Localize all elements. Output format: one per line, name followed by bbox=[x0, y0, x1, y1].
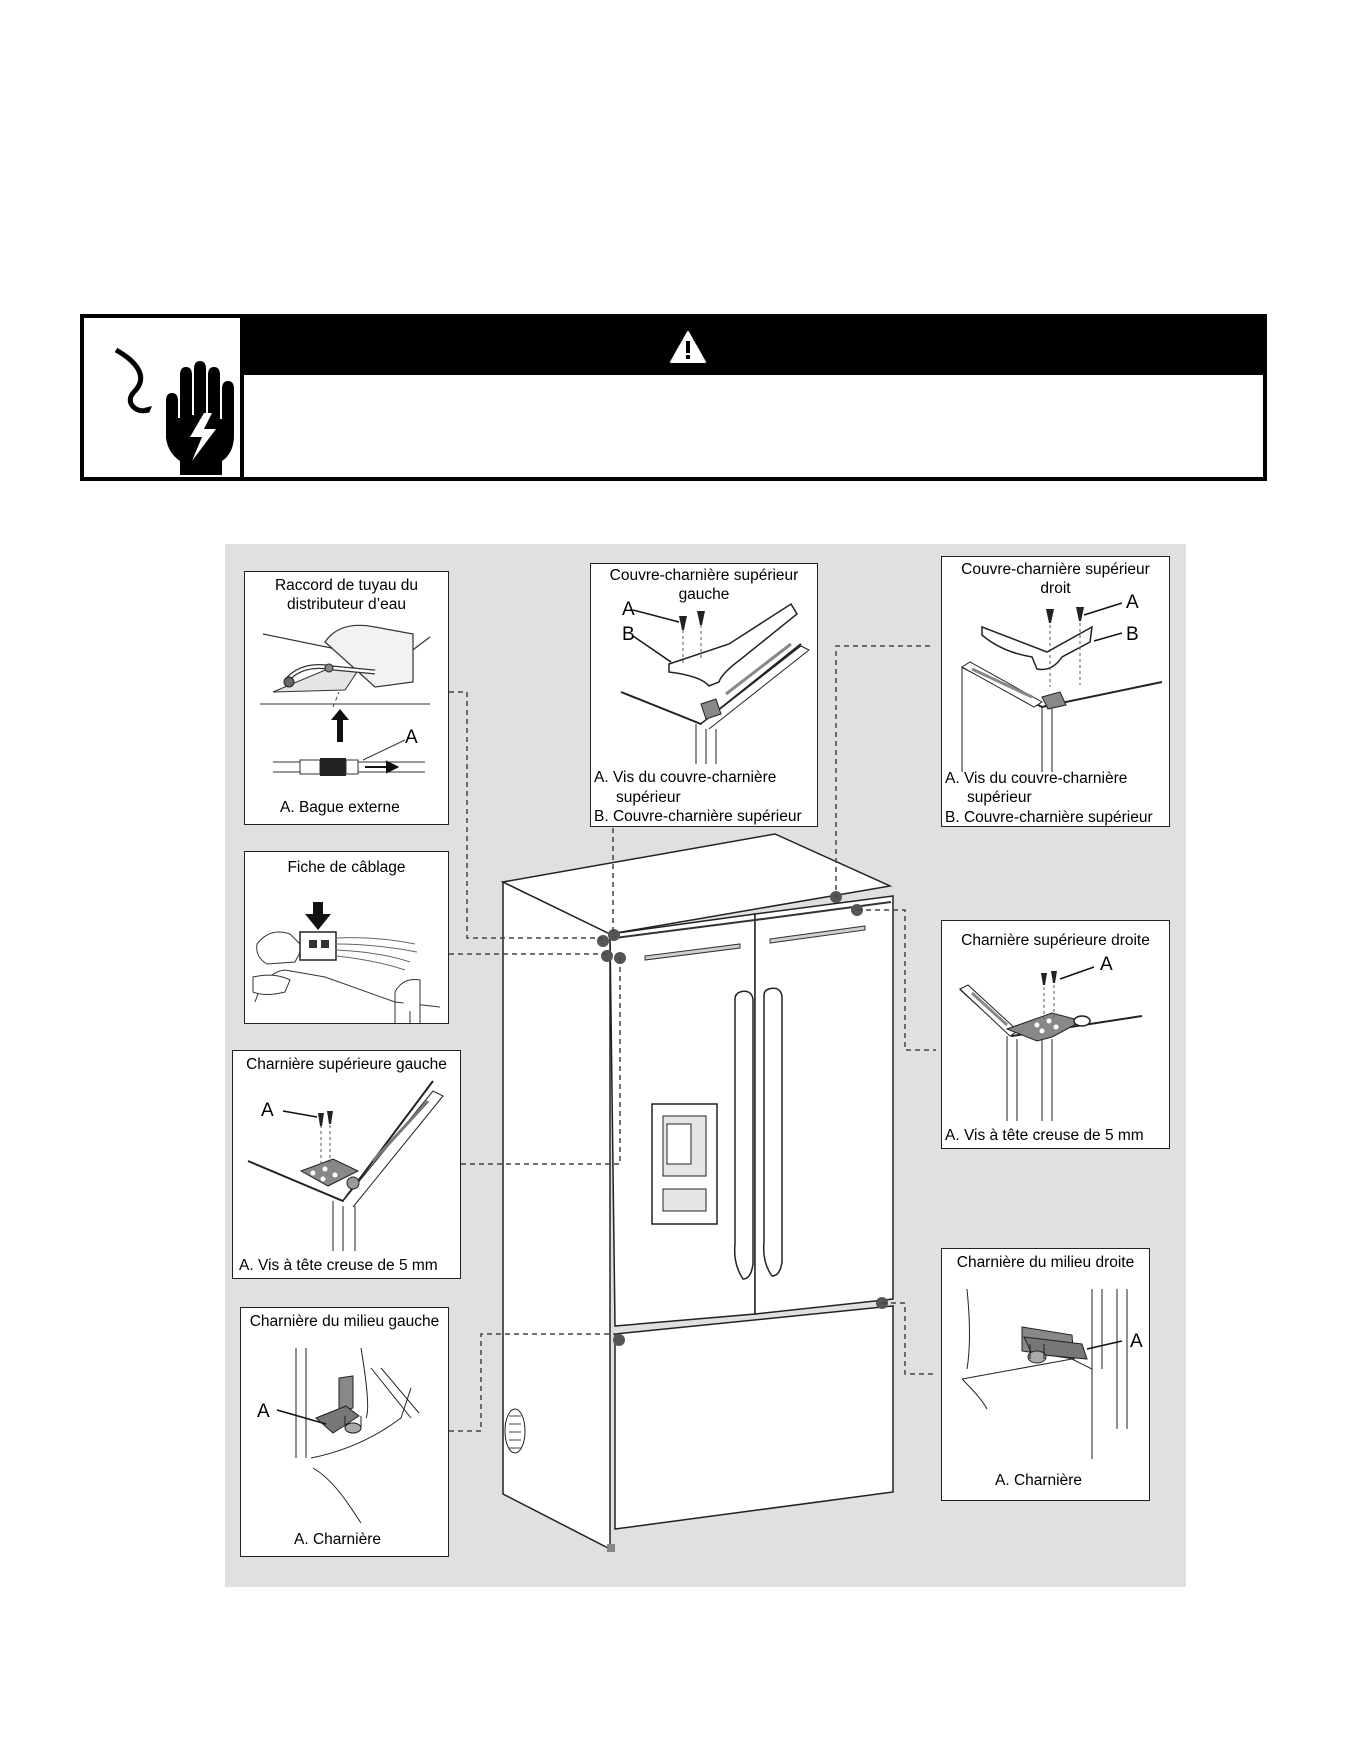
hinge-diagram: Raccord de tuyau du distributeur d’eau A… bbox=[225, 544, 1186, 1587]
warning-icon-cell bbox=[84, 318, 244, 477]
panel-title: Charnière supérieure gauche bbox=[246, 1056, 447, 1073]
panel-caption: A. Vis à tête creuse de 5 mm bbox=[945, 1127, 1144, 1144]
label-a: A bbox=[1130, 1331, 1143, 1352]
panel-top-hinge-cover-right: Couvre-charnière supérieur droit A B A. … bbox=[941, 556, 1170, 827]
panel-caption-a-cont: supérieur bbox=[616, 789, 681, 806]
wiring-plug-illustration bbox=[252, 902, 441, 1023]
label-a: A bbox=[1126, 592, 1139, 613]
panel-title: Charnière supérieure droite bbox=[961, 932, 1150, 949]
panel-caption-a: A. Vis du couvre-charnière bbox=[945, 770, 1128, 787]
panel-caption-b: B. Couvre-charnière supérieur bbox=[945, 809, 1153, 826]
panel-top-hinge-cover-left: Couvre-charnière supérieur gauche A B A.… bbox=[590, 563, 818, 827]
label-b: B bbox=[622, 624, 635, 645]
label-a: A bbox=[622, 599, 635, 620]
label-a: A bbox=[257, 1401, 270, 1422]
panel-water-dispenser-fitting: Raccord de tuyau du distributeur d’eau A… bbox=[244, 571, 449, 825]
panel-caption-b: B. Couvre-charnière supérieur bbox=[594, 808, 802, 825]
panel-caption: A. Vis à tête creuse de 5 mm bbox=[239, 1257, 438, 1274]
warning-box bbox=[80, 314, 1267, 481]
panel-title: Raccord de tuyau du distributeur d’eau bbox=[274, 577, 419, 613]
water-fitting-illustration bbox=[260, 624, 431, 776]
panel-caption: A. Charnière bbox=[995, 1472, 1083, 1489]
middle-right-hinge-illustration bbox=[961, 1288, 1128, 1459]
panel-title: Charnière du milieu droite bbox=[956, 1254, 1135, 1271]
panel-title: Couvre-charnière supérieur gauche bbox=[609, 567, 799, 603]
label-b: B bbox=[1126, 624, 1139, 645]
panel-title: Fiche de câblage bbox=[287, 859, 406, 876]
panel-caption-a-cont: supérieur bbox=[967, 789, 1032, 806]
hinge-marker-dots bbox=[597, 891, 888, 1346]
panel-middle-right-hinge: Charnière du milieu droite A A. Charnièr… bbox=[941, 1248, 1150, 1501]
refrigerator-illustration bbox=[449, 645, 936, 1552]
middle-left-hinge-illustration bbox=[276, 1347, 420, 1524]
panel-wiring-plug: Fiche de câblage bbox=[244, 851, 449, 1024]
panel-title: Couvre-charnière supérieur droit bbox=[961, 561, 1150, 597]
top-left-hinge-illustration bbox=[247, 1080, 444, 1251]
label-a: A bbox=[261, 1100, 274, 1121]
panel-top-right-hinge: Charnière supérieure droite A A. Vis à t… bbox=[941, 920, 1170, 1149]
label-a: A bbox=[405, 727, 418, 748]
label-a: A bbox=[1100, 954, 1113, 975]
panel-title: Charnière du milieu gauche bbox=[249, 1313, 440, 1330]
panel-top-left-hinge: Charnière supérieure gauche A A. Vis à t… bbox=[232, 1050, 461, 1279]
top-right-hinge-illustration bbox=[959, 966, 1143, 1121]
panel-middle-left-hinge: Charnière du milieu gauche A A. Charnièr… bbox=[240, 1307, 449, 1557]
electrical-shock-hand-icon bbox=[114, 347, 234, 475]
top-cover-right-illustration bbox=[961, 602, 1163, 772]
panel-caption: A. Bague externe bbox=[280, 799, 400, 816]
panel-caption-a: A. Vis du couvre-charnière bbox=[594, 769, 777, 786]
warning-triangle-icon bbox=[670, 331, 706, 363]
warning-header bbox=[244, 318, 1263, 375]
panel-caption: A. Charnière bbox=[294, 1531, 382, 1548]
top-cover-left-illustration bbox=[620, 602, 810, 764]
warning-body bbox=[244, 375, 1263, 477]
